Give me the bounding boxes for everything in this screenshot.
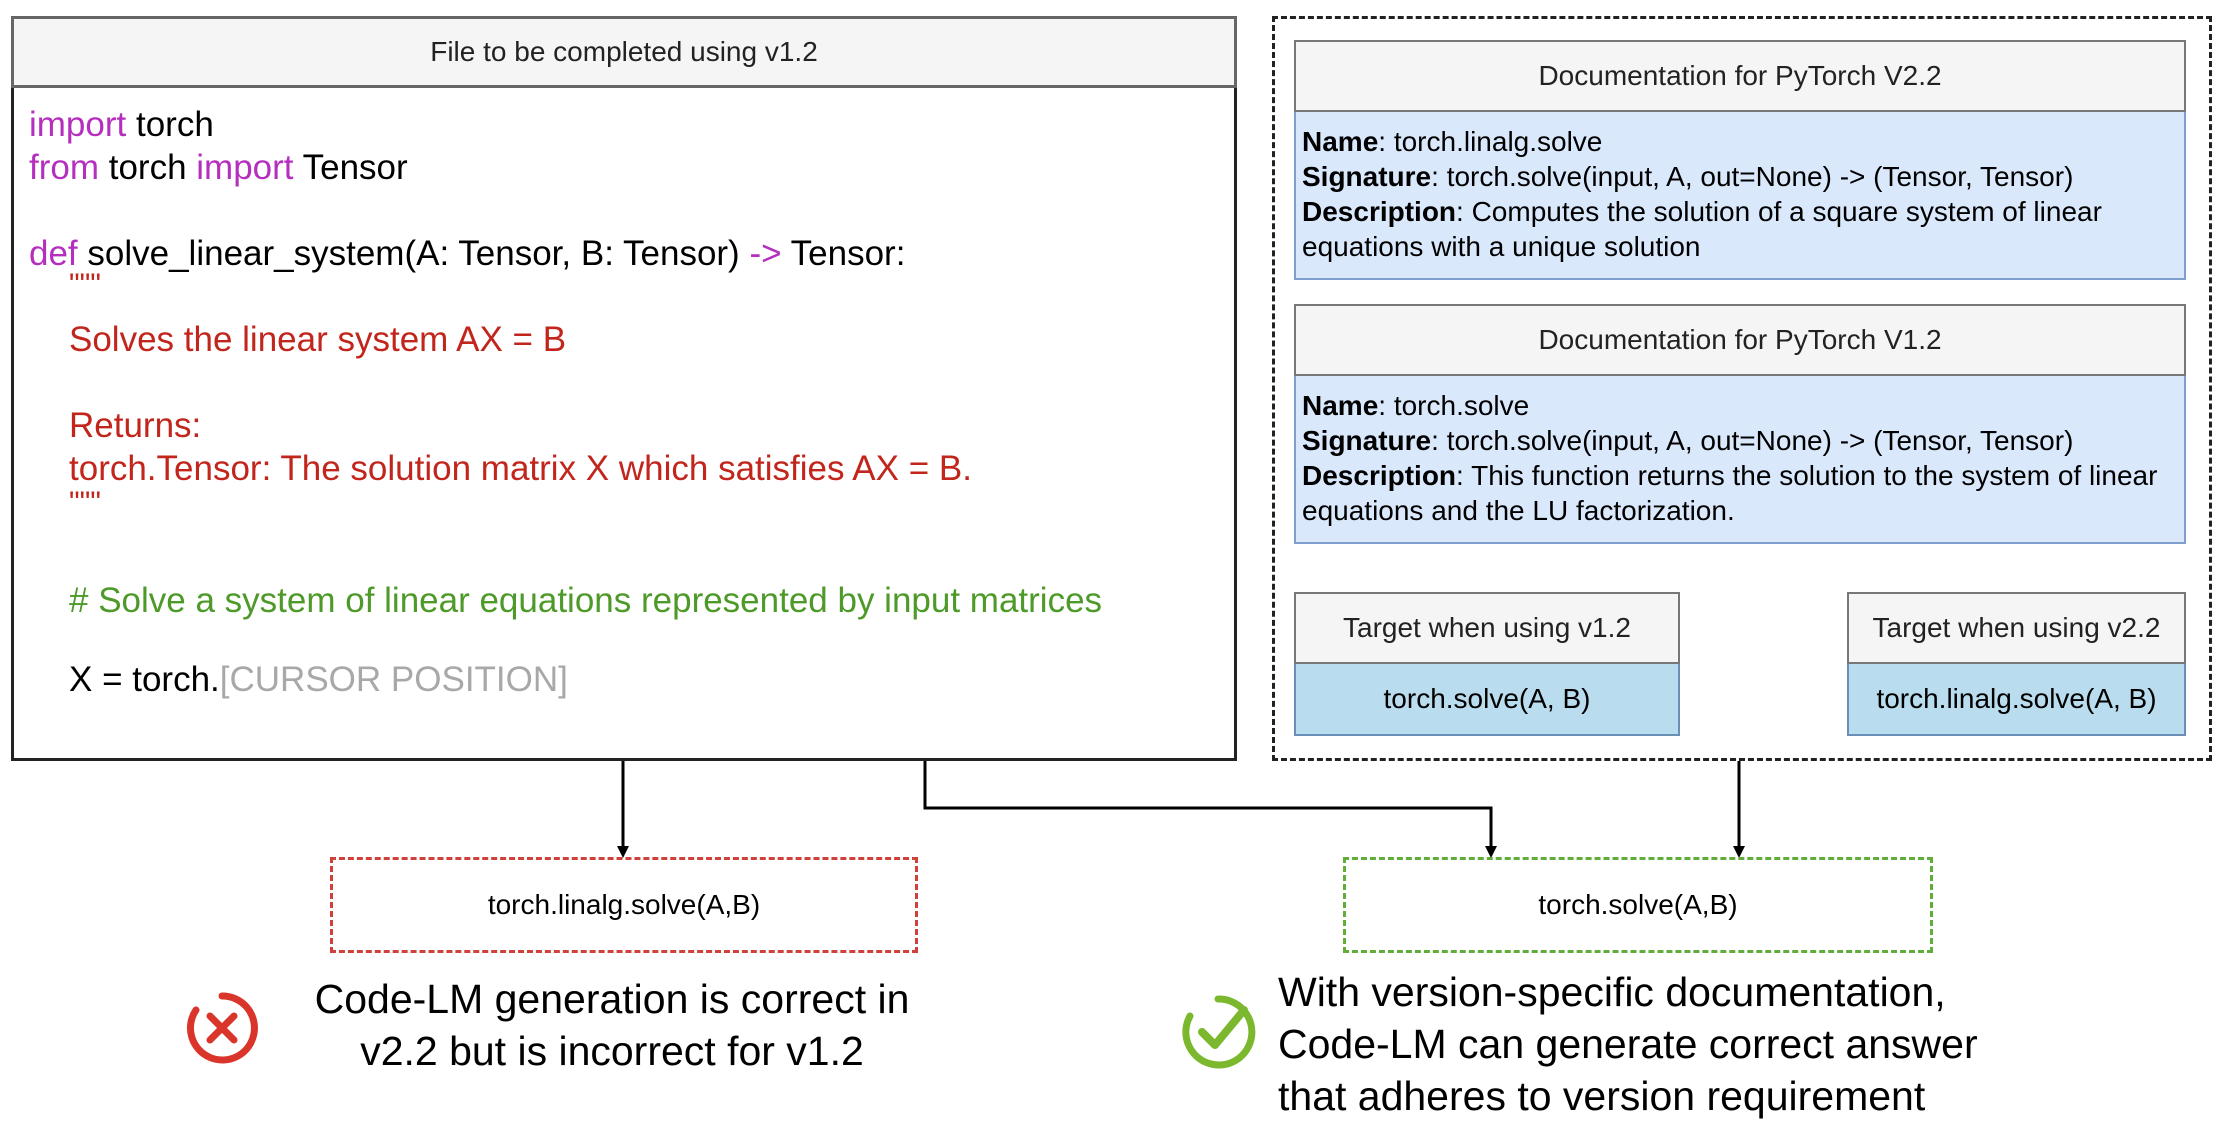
code-editor[interactable]: import torch from torch import Tensor de… [11,88,1237,761]
return-arrow: -> [749,234,782,273]
doc-v12-title: Documentation for PyTorch V1.2 [1538,324,1942,355]
keyword: import [196,148,294,187]
doc-v12-description: Description: This function returns the s… [1302,458,2178,528]
target-v12-value-box: torch.solve(A, B) [1294,664,1680,736]
code-panel-title-text: File to be completed using v1.2 [430,36,818,67]
doc-v22-body: Name: torch.linalg.solve Signature: torc… [1294,112,2186,280]
doc-v22-signature: Signature: torch.solve(input, A, out=Non… [1302,159,2178,194]
wrong-verdict-line-2: v2.2 but is incorrect for v1.2 [360,1028,864,1074]
code-text: Tensor [293,148,408,187]
docstring-open: """ [69,268,101,301]
code-text: X = torch. [69,660,220,699]
keyword: import [29,105,127,144]
right-output-box: torch.solve(A,B) [1343,857,1933,953]
arrow-code-to-right [923,761,1497,858]
doc-v12-signature: Signature: torch.solve(input, A, out=Non… [1302,423,2178,458]
code-text: torch [99,148,197,187]
code-line-stmt: X = torch.[CURSOR POSITION] [69,658,568,701]
target-v12-title: Target when using v1.2 [1343,612,1631,643]
doc-v22-name: Name: torch.linalg.solve [1302,124,2178,159]
code-comment: # Solve a system of linear equations rep… [69,581,1103,620]
doc-v12-body: Name: torch.solve Signature: torch.solve… [1294,376,2186,544]
wrong-verdict-line-1: Code-LM generation is correct in [314,976,910,1022]
code-line-2: from torch import Tensor [29,146,408,189]
code-text: solve_linear_system(A: Tensor, B: Tensor… [77,234,750,273]
target-v12-value: torch.solve(A, B) [1383,683,1591,714]
name-value: : torch.linalg.solve [1378,126,1603,157]
signature-label: Signature [1302,425,1432,456]
target-v22-value-box: torch.linalg.solve(A, B) [1847,664,2186,736]
target-v12-header: Target when using v1.2 [1294,592,1680,664]
cursor-placeholder: [CURSOR POSITION] [219,660,568,699]
description-label: Description [1302,460,1457,491]
wrong-output-text: torch.linalg.solve(A,B) [487,889,761,920]
docstring-line-1: Solves the linear system AX = B [69,320,567,359]
wrong-verdict: Code-LM generation is correct in v2.2 bu… [282,973,942,1077]
name-label: Name [1302,126,1379,157]
code-panel-title: File to be completed using v1.2 [11,16,1237,88]
right-verdict: With version-specific documentation, Cod… [1278,966,2038,1122]
code-text: torch [126,105,214,144]
description-value: : Computes the solution of a square syst… [1302,196,2102,262]
description-value: : This function returns the solution to … [1302,460,2158,526]
target-v22-header: Target when using v2.2 [1847,592,2186,664]
cross-circle-icon [186,992,258,1064]
code-text: Tensor: [781,234,906,273]
target-v22-title: Target when using v2.2 [1872,612,2161,643]
target-v22-value: torch.linalg.solve(A, B) [1876,683,2157,714]
right-output-text: torch.solve(A,B) [1538,889,1738,920]
doc-v12-header: Documentation for PyTorch V1.2 [1294,304,2186,376]
right-verdict-line-2: Code-LM can generate correct answer [1278,1021,1978,1067]
documentation-container [1272,16,2212,761]
doc-v22-title: Documentation for PyTorch V2.2 [1538,60,1942,91]
right-verdict-line-3: that adheres to version requirement [1278,1073,1926,1119]
doc-v22-description: Description: Computes the solution of a … [1302,194,2178,264]
check-circle-icon [1182,995,1256,1069]
code-line-def: def solve_linear_system(A: Tensor, B: Te… [29,232,905,275]
docstring-close: """ [69,486,101,519]
description-label: Description [1302,196,1457,227]
signature-value: : torch.solve(input, A, out=None) -> (Te… [1431,425,2074,456]
signature-value: : torch.solve(input, A, out=None) -> (Te… [1431,161,2074,192]
docstring-returns: Returns: [69,406,202,445]
keyword: def [29,234,78,273]
docstring-line-2: torch.Tensor: The solution matrix X whic… [69,449,972,488]
signature-label: Signature [1302,161,1432,192]
code-line-1: import torch [29,103,214,146]
wrong-output-box: torch.linalg.solve(A,B) [330,857,918,953]
doc-v22-header: Documentation for PyTorch V2.2 [1294,40,2186,112]
doc-v12-name: Name: torch.solve [1302,388,2178,423]
name-value: : torch.solve [1378,390,1530,421]
keyword: from [29,148,99,187]
right-verdict-line-1: With version-specific documentation, [1278,969,1946,1015]
name-label: Name [1302,390,1379,421]
